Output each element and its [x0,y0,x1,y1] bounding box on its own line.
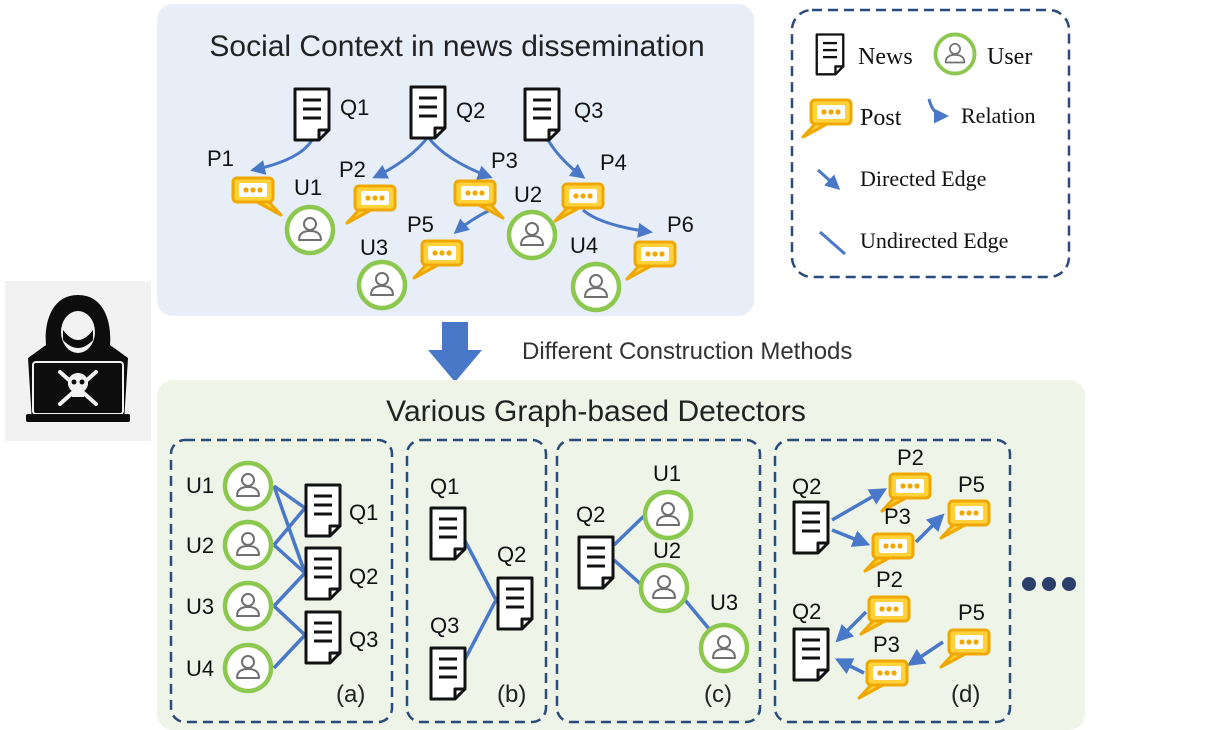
d-label-p2-top: P2 [897,445,924,470]
legend-news-label: News [858,44,913,70]
label-a: (a) [336,681,365,708]
a-label-u1: U1 [186,473,214,498]
d-label-p5-bottom: P5 [958,600,985,625]
d-label-q2-bottom: Q2 [792,599,821,624]
d-label-p5-top: P5 [958,472,985,497]
legend-undirected-edge-label: Undirected Edge [860,228,1008,253]
a-label-q3: Q3 [349,627,378,652]
relation-edges [250,136,653,238]
label-b: (b) [497,681,526,708]
c-label-u2: U2 [653,538,681,563]
label-c: (c) [704,681,732,708]
user-u1 [287,207,333,253]
label-p2: P2 [339,157,366,182]
news-q1 [293,87,331,142]
user-u3 [359,262,405,308]
graph-detectors-title: Various Graph-based Detectors [386,395,806,428]
label-u4: U4 [570,233,598,258]
a-label-q1: Q1 [349,500,378,525]
a-label-q2: Q2 [349,564,378,589]
a-label-u2: U2 [186,533,214,558]
label-p1: P1 [207,146,234,171]
c-label-u3: U3 [710,590,738,615]
label-p6: P6 [667,212,694,237]
legend-directed-edge-label: Directed Edge [860,166,986,191]
legend-directed-edge-icon [816,168,841,191]
label-u2: U2 [514,182,542,207]
b-label-q2: Q2 [497,542,526,567]
legend-user-label: User [987,44,1032,70]
d-label-q2-top: Q2 [792,474,821,499]
graph-detectors-panel: Various Graph-based Detectors U1 U2 U3 [157,380,1085,730]
label-u3: U3 [360,235,388,260]
d-label-p3-bottom: P3 [873,632,900,657]
label-u1: U1 [294,175,322,200]
down-arrow-icon [428,322,482,382]
detector-a: U1 U2 U3 U4 Q1 Q2 Q3 (a) [169,438,394,724]
label-p3: P3 [491,148,518,173]
news-q3 [523,87,561,142]
social-context-panel: Social Context in news dissemination Q1 … [157,4,754,316]
detector-d: Q2 P2 P5 P3 Q2 P2 P5 P3 (d) [773,438,1012,724]
legend-user-icon [933,32,977,76]
detector-c: Q2 U1 U2 U3 (c) [555,438,762,724]
user-u2 [509,212,555,258]
label-q2: Q2 [456,98,485,123]
d-label-p2-bottom: P2 [876,567,903,592]
label-q1: Q1 [340,95,369,120]
attacker-icon [5,281,151,441]
label-p5: P5 [407,212,434,237]
construction-methods-label: Different Construction Methods [522,338,852,365]
label-p4: P4 [600,150,627,175]
legend-news-icon [815,33,845,76]
c-label-u1: U1 [653,461,681,486]
legend: News User Post Relation Directed Edge Un… [790,8,1071,279]
user-u4 [573,264,619,310]
a-label-u4: U4 [186,656,214,681]
c-label-q2: Q2 [576,502,605,527]
legend-relation-label: Relation [961,103,1036,128]
label-d: (d) [951,681,980,708]
legend-post-label: Post [860,105,902,131]
a-label-u3: U3 [186,594,214,619]
news-q2 [409,85,447,140]
legend-undirected-edge-icon [819,230,846,256]
ellipsis-icon [1022,577,1076,591]
social-context-title: Social Context in news dissemination [209,30,704,63]
b-label-q3: Q3 [430,613,459,638]
legend-relation-icon [927,98,949,124]
detector-b: Q1 Q2 Q3 (b) [405,438,548,724]
b-label-q1: Q1 [430,474,459,499]
d-label-p3-top: P3 [884,504,911,529]
label-q3: Q3 [574,98,603,123]
